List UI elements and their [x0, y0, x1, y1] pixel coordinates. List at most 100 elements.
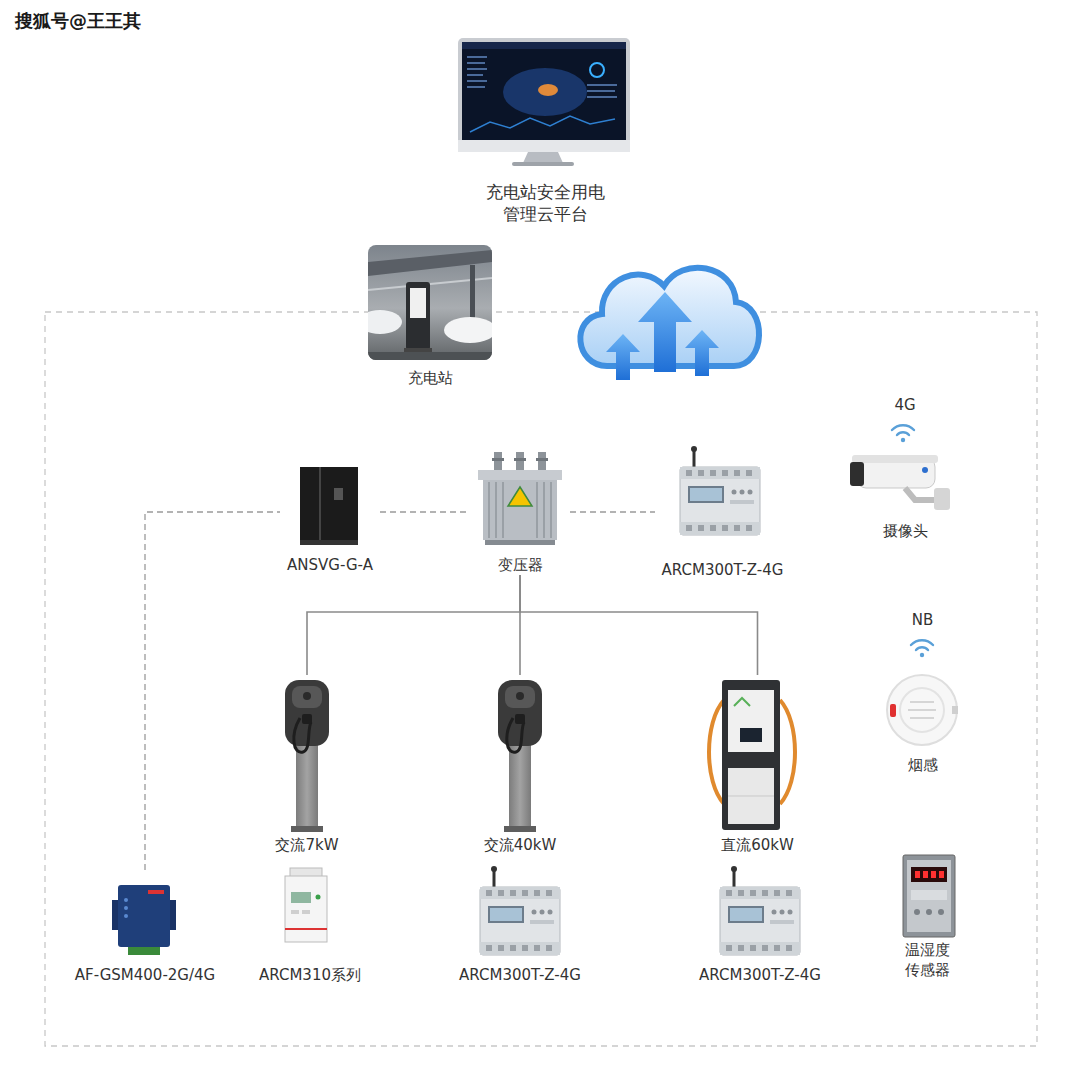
- temp-humidity-icon: [915, 871, 920, 878]
- din-module-icon: [285, 928, 327, 930]
- dashed-link: [380, 511, 470, 512]
- device-caption: 充电站安全用电 管理云平台: [480, 181, 610, 225]
- camera-icon: [850, 455, 950, 510]
- gateway-icon: [128, 947, 160, 955]
- transformer-icon: [492, 458, 504, 461]
- dc-charger-icon: [722, 680, 780, 830]
- monitor-illustration: [458, 38, 630, 152]
- din-module-icon: [291, 892, 311, 903]
- cloud-icon: [606, 334, 640, 380]
- monitor-illustration: [538, 84, 558, 96]
- device-caption: 充电站: [408, 368, 453, 388]
- transformer-icon: [516, 452, 524, 472]
- station-photo: [444, 317, 492, 343]
- device-caption: 交流40kW: [484, 835, 557, 855]
- gateway-icon: [124, 914, 128, 918]
- device-caption: ARCM300T-Z-4G: [459, 965, 581, 985]
- smoke-detector-icon: [910, 701, 934, 703]
- transformer-icon: [478, 452, 562, 545]
- gateway-icon: [124, 898, 128, 902]
- smoke-detector-icon: [910, 717, 934, 719]
- transformer-icon: [536, 458, 548, 461]
- transformer-icon: [550, 482, 552, 538]
- transformer-icon: [495, 482, 497, 538]
- smoke-detector-icon: [900, 688, 944, 732]
- station-photo: [470, 265, 475, 325]
- monitor-illustration: [467, 86, 485, 88]
- transformer-icon: [514, 458, 526, 461]
- power-line: [307, 575, 520, 675]
- station-photo: [410, 288, 426, 318]
- charger-node: 交流7kW: [262, 675, 352, 855]
- station-photo: [368, 310, 402, 334]
- device-caption: 烟感: [908, 755, 938, 775]
- gateway-icon: [118, 885, 170, 947]
- svg-cabinet: [300, 540, 358, 545]
- wifi-icon: [911, 640, 933, 657]
- camera-icon: [852, 455, 938, 463]
- dc-charger-icon: [709, 700, 724, 804]
- station-photo: [406, 282, 430, 350]
- monitor-illustration: [467, 56, 487, 58]
- monitor-illustration: [467, 74, 483, 76]
- meter-node: ARCM300T-Z-4G: [455, 870, 585, 985]
- monitor-illustration: [587, 84, 617, 86]
- transformer-icon: [483, 480, 557, 540]
- smoke-detector-icon: [952, 706, 958, 714]
- ac-charger-icon: [285, 680, 329, 832]
- svg-cabinet: [319, 467, 321, 545]
- device-caption: AF-GSM400-2G/4G: [75, 965, 215, 985]
- monitor-illustration: [512, 162, 574, 166]
- monitor-illustration: [467, 80, 487, 82]
- device-caption: 交流7kW: [275, 835, 338, 855]
- dc-charger-icon: [728, 690, 774, 752]
- din-module-icon: [285, 868, 327, 942]
- monitor-illustration: [462, 42, 626, 140]
- monitor-illustration: [503, 68, 587, 116]
- svg-cabinet: [300, 467, 358, 545]
- sensor-node: 温湿度 传感器: [885, 850, 970, 980]
- temp-humidity-icon: [931, 871, 936, 878]
- transformer-node: 变压器: [470, 445, 570, 575]
- din-module-icon: [316, 895, 321, 900]
- transformer-icon: [494, 452, 502, 472]
- camera-icon: [905, 488, 936, 500]
- transformer-icon: [502, 482, 504, 538]
- station-photo: [368, 245, 492, 360]
- monitor-illustration: [590, 63, 604, 77]
- meter-node: ARCM300T-Z-4G: [655, 455, 790, 580]
- transformer-icon: [508, 487, 532, 506]
- charger-node: 交流40kW: [475, 675, 565, 855]
- monitor-illustration: [458, 140, 630, 152]
- meter-icon: [720, 866, 800, 955]
- station-boundary: [45, 312, 1037, 1046]
- svg-cabinet: [300, 467, 358, 545]
- gateway-icon: [148, 890, 164, 894]
- transformer-icon: [538, 452, 546, 472]
- meter-icon: [680, 446, 760, 535]
- camera-icon: [922, 467, 928, 473]
- monitor-illustration: [587, 96, 617, 98]
- transformer-icon: [543, 482, 545, 538]
- device-caption: 直流60kW: [721, 835, 794, 855]
- charger-node: 直流60kW: [705, 675, 810, 855]
- meter-node: ARCM300T-Z-4G: [695, 870, 825, 985]
- smoke-detector-icon: [887, 675, 958, 745]
- device-caption: ARCM300T-Z-4G: [662, 560, 784, 580]
- gateway-icon: [112, 885, 176, 955]
- platform-node: 充电站安全用电 管理云平台: [440, 35, 650, 225]
- din-module-icon: [291, 910, 299, 914]
- monitor-illustration: [467, 68, 487, 70]
- temp-humidity-icon: [926, 909, 932, 915]
- meter-icon: [480, 866, 560, 955]
- temp-humidity-icon: [914, 909, 920, 915]
- camera-icon: [934, 488, 950, 510]
- dc-charger-icon: [709, 680, 795, 830]
- dc-charger-icon: [780, 700, 795, 804]
- transformer-icon: [478, 470, 562, 480]
- dc-charger-icon: [728, 796, 774, 797]
- camera-icon: [850, 462, 864, 486]
- module-node: ARCM310系列: [250, 865, 370, 985]
- temp-humidity-icon: [907, 860, 951, 932]
- power-line: [520, 575, 758, 675]
